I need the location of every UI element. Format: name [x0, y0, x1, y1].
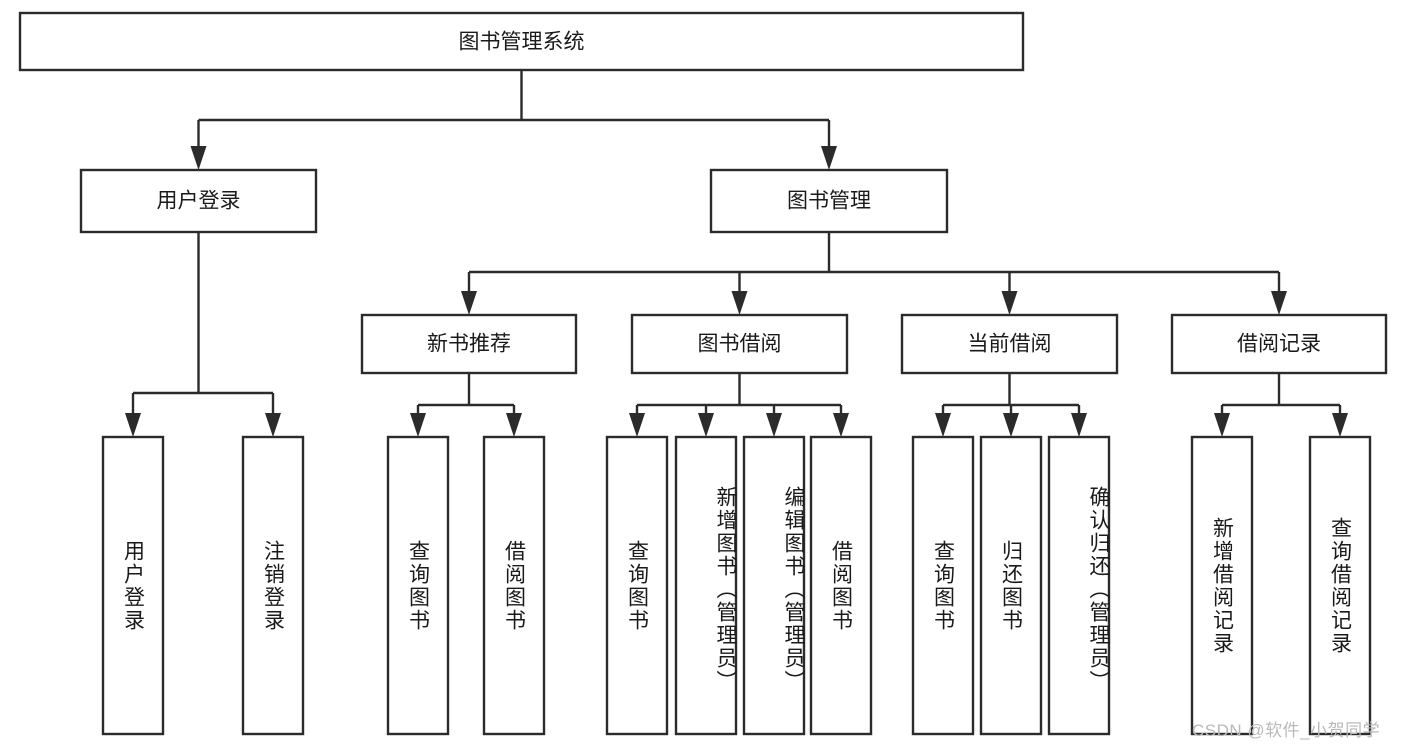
- connector-group-book-manage: [461, 232, 1287, 315]
- connector-group-borrow-record: [1214, 373, 1348, 437]
- arrow-head-leaf-query-book-2: [629, 413, 645, 437]
- leaf-box-query-book-3[interactable]: [911, 435, 975, 736]
- node-book-borrow-label: 图书借阅: [698, 333, 782, 356]
- leaf-box-query-book-2[interactable]: [605, 435, 669, 736]
- arrow-head-leaf-query-book-3: [935, 413, 951, 437]
- node-borrow-record[interactable]: 借阅记录: [1170, 313, 1388, 375]
- arrow-head-leaf-query-record: [1332, 413, 1348, 437]
- leaf-box-add-record[interactable]: [1190, 435, 1254, 736]
- node-user-login-label: 用户登录: [157, 190, 241, 213]
- leaf-box-borrow-book-1[interactable]: [482, 435, 546, 736]
- node-book-manage-label: 图书管理: [787, 190, 871, 213]
- node-root-box[interactable]: [18, 11, 1025, 72]
- arrow-head-leaf-query-book-1: [410, 413, 426, 437]
- leaf-box-edit-book[interactable]: [742, 435, 806, 736]
- leaf-box-query-record[interactable]: [1308, 435, 1372, 736]
- node-root-label: 图书管理系统: [459, 31, 585, 54]
- node-new-book-recommend-label: 新书推荐: [427, 333, 511, 356]
- leaf-box-user-logout[interactable]: [241, 435, 305, 736]
- arrow-head-book-borrow: [731, 291, 748, 315]
- arrow-head-user-login: [190, 146, 207, 170]
- leaf-box-confirm-return[interactable]: [1047, 435, 1111, 736]
- arrow-head-leaf-edit-book: [766, 413, 782, 437]
- arrow-head-leaf-return-book: [1003, 413, 1019, 437]
- node-new-book-recommend-box[interactable]: [360, 313, 578, 375]
- connector-group-user-login: [125, 232, 281, 437]
- leaf-box-add-book[interactable]: [674, 435, 738, 736]
- node-book-borrow[interactable]: 图书借阅: [630, 313, 849, 375]
- csdn-watermark: CSDN @软件_小贺同学: [1192, 721, 1381, 740]
- leaf-box-return-book[interactable]: [979, 435, 1043, 736]
- connector-group-book-borrow: [629, 373, 849, 437]
- leaf-box-query-book-1[interactable]: [386, 435, 450, 736]
- node-book-manage[interactable]: 图书管理: [709, 168, 949, 234]
- leaf-box-borrow-book-2[interactable]: [809, 435, 873, 736]
- node-new-book-recommend[interactable]: 新书推荐: [360, 313, 578, 375]
- node-root[interactable]: 图书管理系统: [18, 11, 1025, 72]
- node-current-borrow-label: 当前借阅: [968, 333, 1052, 356]
- node-borrow-record-box[interactable]: [1170, 313, 1388, 375]
- node-current-borrow[interactable]: 当前借阅: [900, 313, 1119, 375]
- arrow-head-leaf-user-logout: [265, 413, 281, 437]
- arrow-head-current-borrow: [1001, 291, 1018, 315]
- leaf-box-user-login[interactable]: [101, 435, 165, 736]
- node-user-login[interactable]: 用户登录: [79, 168, 318, 234]
- arrow-head-leaf-user-login: [125, 413, 141, 437]
- arrow-head-borrow-record: [1271, 291, 1287, 315]
- arrow-head-leaf-add-record: [1214, 413, 1230, 437]
- arrow-head-leaf-borrow-book-1: [506, 413, 522, 437]
- connector-group-root: [190, 70, 837, 170]
- arrow-head-leaf-add-book: [698, 413, 714, 437]
- node-book-manage-box[interactable]: [709, 168, 949, 234]
- connector-group-new-book-recommend: [410, 373, 522, 437]
- node-user-login-box[interactable]: [79, 168, 318, 234]
- arrow-head-book-manage: [821, 146, 837, 170]
- node-borrow-record-label: 借阅记录: [1237, 333, 1321, 356]
- node-book-borrow-box[interactable]: [630, 313, 849, 375]
- arrow-head-leaf-borrow-book-2: [833, 413, 849, 437]
- connector-group-current-borrow: [935, 373, 1087, 437]
- arrow-head-leaf-confirm-return: [1071, 413, 1087, 437]
- node-current-borrow-box[interactable]: [900, 313, 1119, 375]
- arrow-head-new-book-recommend: [461, 291, 477, 315]
- leaf-boxes: [101, 435, 1372, 736]
